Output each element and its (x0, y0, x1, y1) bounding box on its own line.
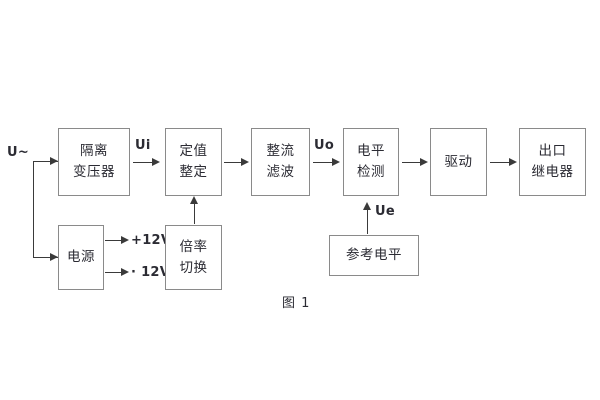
wire-transformer-to-setting (133, 162, 157, 163)
arrowhead-ratio-switch-to-setting (190, 196, 198, 204)
signal-label-input-source: U~ (7, 145, 30, 160)
block-level-detect-line2: 检测 (357, 164, 385, 180)
signal-label-ui: Ui (135, 138, 151, 153)
signal-label-negative-rail: · 12V (131, 265, 171, 280)
wire-power-supply-positive-rail (105, 240, 125, 241)
block-power-supply: 电源 (58, 225, 104, 290)
block-rectify-filter: 整流 滤波 (251, 128, 310, 196)
arrowhead-input-to-transformer (50, 157, 58, 165)
wire-ratio-switch-to-setting (194, 202, 195, 224)
block-ratio-switch-line2: 切换 (179, 259, 208, 276)
block-level-detect: 电平 检测 (343, 128, 399, 196)
block-drive-line1: 驱动 (444, 153, 473, 170)
arrowhead-positive-rail (121, 236, 129, 244)
block-setting-adjust-line1: 定值 (179, 143, 208, 160)
block-isolation-transformer-line2: 变压器 (73, 164, 115, 180)
wire-input-to-power-supply (33, 257, 63, 258)
block-power-supply-line1: 电源 (67, 249, 95, 266)
block-level-detect-line1: 电平 (357, 143, 385, 160)
arrowhead-transformer-to-setting (152, 158, 160, 166)
arrowhead-rectify-to-level-detect (332, 158, 340, 166)
wire-level-detect-to-drive (402, 162, 425, 163)
signal-label-ue: Ue (375, 204, 395, 219)
block-setting-adjust-line2: 整定 (179, 164, 208, 180)
block-isolation-transformer-line1: 隔离 (80, 143, 108, 160)
figure-caption: 图 1 (282, 296, 311, 311)
block-output-relay-line1: 出口 (538, 143, 567, 160)
block-ratio-switch: 倍率 切换 (165, 225, 222, 290)
block-setting-adjust: 定值 整定 (165, 128, 222, 196)
signal-label-positive-rail: +12V (131, 233, 172, 248)
block-isolation-transformer: 隔离 变压器 (58, 128, 130, 196)
block-rectify-filter-line2: 滤波 (266, 164, 295, 180)
wire-input-to-transformer (33, 161, 63, 162)
block-drive: 驱动 (430, 128, 487, 196)
arrowhead-input-to-power-supply (50, 253, 58, 261)
wire-reference-level-to-level-detect (367, 208, 368, 234)
arrowhead-level-detect-to-drive (420, 158, 428, 166)
block-output-relay: 出口 继电器 (519, 128, 586, 196)
block-output-relay-line2: 继电器 (531, 164, 574, 180)
wire-setting-to-rectify (224, 162, 246, 163)
wire-input-branch-vertical (33, 161, 34, 258)
signal-label-uo: Uo (314, 138, 335, 153)
block-reference-level: 参考电平 (329, 235, 419, 276)
arrowhead-drive-to-output-relay (509, 158, 517, 166)
arrowhead-reference-level-to-level-detect (363, 202, 371, 210)
wire-rectify-to-level-detect (313, 162, 337, 163)
arrowhead-setting-to-rectify (241, 158, 249, 166)
block-ratio-switch-line1: 倍率 (179, 238, 208, 255)
arrowhead-negative-rail (121, 268, 129, 276)
wire-drive-to-output-relay (490, 162, 514, 163)
block-rectify-filter-line1: 整流 (266, 143, 295, 160)
block-reference-level-line1: 参考电平 (346, 247, 402, 264)
wire-power-supply-negative-rail (105, 272, 125, 273)
